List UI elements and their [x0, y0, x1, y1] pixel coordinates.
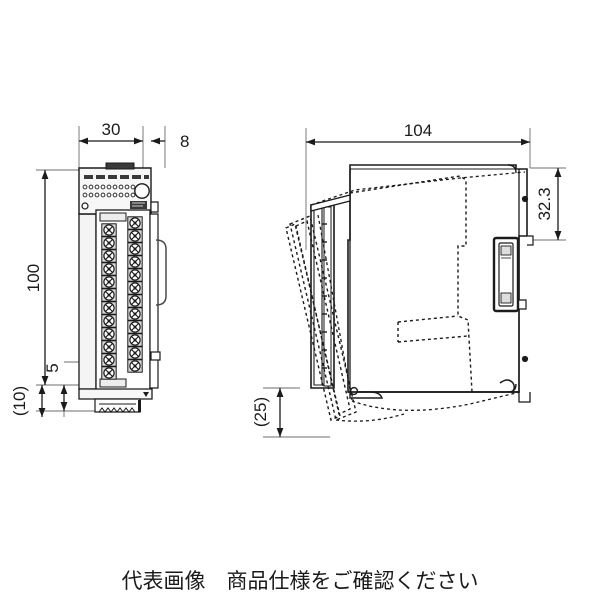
- module-lower-tab: [150, 351, 161, 361]
- module-marking-patch: [130, 201, 147, 209]
- module-head-tab: [150, 201, 159, 213]
- module-left-flank: [78, 213, 97, 390]
- dim-label-30: 30: [102, 120, 121, 139]
- terminal-right-rail: [149, 213, 159, 389]
- module-reset-hole: [81, 202, 89, 210]
- dim-label-25: (25): [251, 397, 270, 427]
- dim-label-32-3: 32.3: [535, 187, 554, 220]
- side-body-top-corner: [507, 164, 517, 174]
- terminal-top-slot: [99, 212, 127, 222]
- dim-depth-104: 104: [306, 121, 530, 146]
- mounting-screw-upper: [521, 195, 529, 203]
- module-led-indicators: [82, 184, 136, 198]
- cover-swing-phantom: [310, 171, 526, 422]
- terminal-bottom-slot: [99, 378, 127, 388]
- dim-height-32-3: 32.3: [535, 168, 562, 240]
- release-hook: [499, 379, 516, 393]
- side-view-group: 104 32.3 (25): [251, 121, 566, 438]
- mounting-screw-lower: [521, 355, 529, 363]
- internal-module-phantom: [349, 175, 473, 393]
- terminal-cover-open-phantom: [285, 215, 357, 421]
- side-notch-middle: [519, 299, 527, 310]
- dim-label-8: 8: [180, 132, 189, 151]
- module-base-plate: [78, 388, 153, 400]
- module-base-marker: [143, 392, 149, 397]
- dim-ref-10: (10): [10, 385, 46, 417]
- terminal-column-left: [101, 223, 117, 380]
- cover-hinge-arm: [310, 194, 351, 212]
- dim-height-100: 100: [24, 170, 49, 385]
- image-caption: 代表画像 商品仕様をご確認ください: [122, 570, 479, 593]
- dim-label-10: (10): [10, 386, 29, 416]
- dim-offset-5: 5: [43, 363, 68, 411]
- dim-label-104: 104: [404, 121, 432, 140]
- din-rail-latch: [138, 400, 141, 412]
- dim-width-30: 30: [79, 120, 143, 145]
- connector-latch: [492, 236, 520, 313]
- front-view-group: 30 8 100 5 (10): [10, 120, 189, 417]
- module-top-clip: [105, 162, 135, 170]
- module-vent-slots: [84, 175, 149, 179]
- terminal-cover-closed: [310, 194, 351, 389]
- dim-ref-25: (25): [251, 388, 284, 437]
- side-module-body: [285, 164, 534, 422]
- module-marking-lines: [132, 202, 145, 207]
- dim-depth-8: 8: [151, 132, 189, 151]
- side-notch-upper: [527, 235, 534, 246]
- dim-label-100: 100: [24, 264, 43, 292]
- dim-label-5: 5: [43, 363, 62, 372]
- module-rotary-switch: [134, 183, 150, 199]
- front-module-body: [78, 162, 167, 413]
- terminal-side-bracket: [155, 239, 167, 306]
- terminal-column-right: [127, 216, 143, 373]
- din-rail-spring: [98, 407, 136, 413]
- side-foot-lower: [518, 392, 531, 403]
